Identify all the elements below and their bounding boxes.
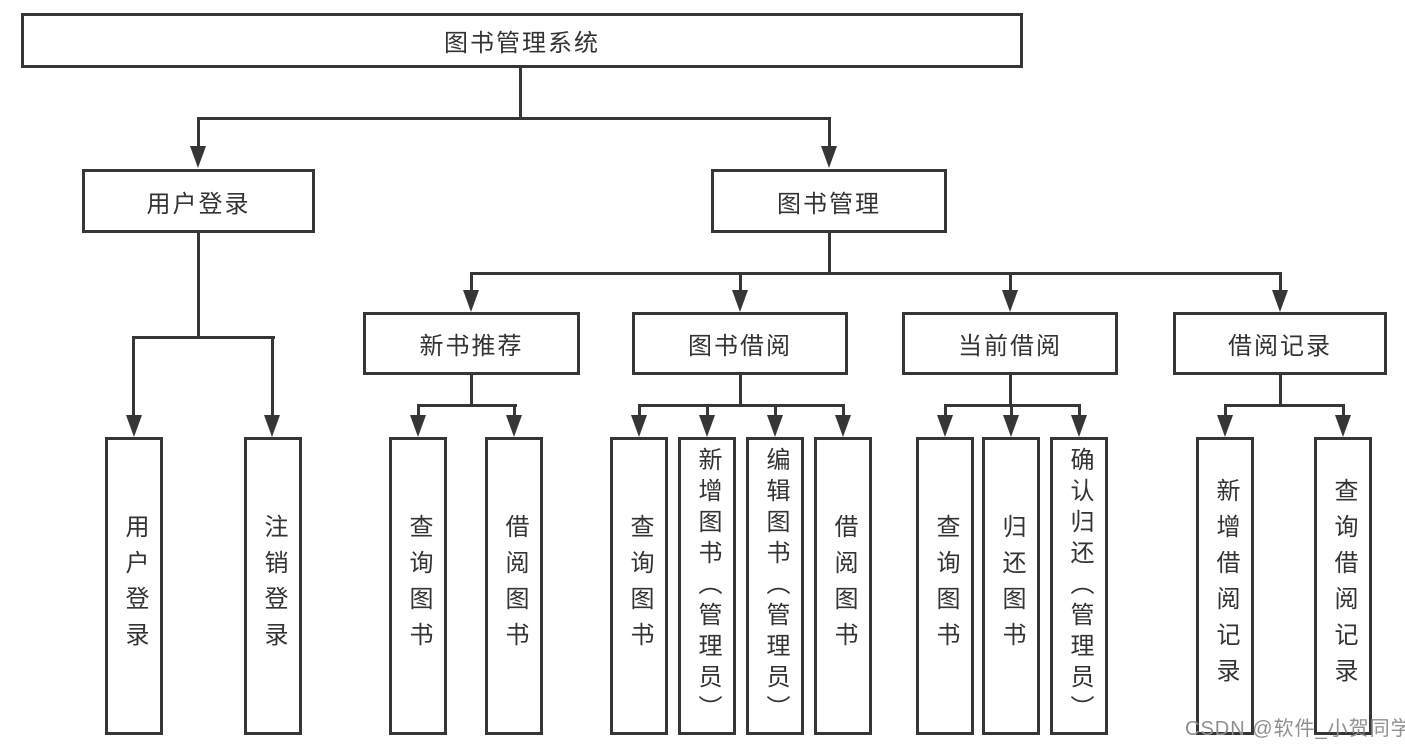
arrowhead-down-icon: [190, 146, 206, 168]
arrowhead-down-icon: [264, 415, 280, 437]
arrowhead-down-icon: [126, 415, 142, 437]
connector: [417, 404, 517, 407]
connector: [638, 404, 641, 418]
leaf-query-books-borrow: 查询图书: [610, 437, 668, 735]
connector: [1078, 404, 1081, 418]
connector: [944, 404, 947, 418]
arrowhead-down-icon: [937, 415, 953, 437]
connector: [1010, 404, 1013, 418]
leaf-label: 用户登录: [121, 514, 148, 658]
leaf-label: 新增图书（管理员）: [694, 446, 721, 726]
leaf-confirm-return-admin: 确认归还（管理员）: [1050, 437, 1108, 735]
arrowhead-down-icon: [1217, 415, 1233, 437]
connector: [1279, 272, 1282, 294]
connector: [828, 233, 831, 275]
arrowhead-down-icon: [506, 415, 522, 437]
connector: [132, 336, 275, 339]
node-borrow-records: 借阅记录: [1173, 312, 1387, 375]
leaf-label: 编辑图书（管理员）: [762, 446, 789, 726]
node-user-login: 用户登录: [82, 169, 315, 233]
arrowhead-down-icon: [1335, 415, 1351, 437]
arrowhead-down-icon: [699, 415, 715, 437]
node-new-book-recommend: 新书推荐: [363, 312, 580, 375]
connector: [271, 336, 274, 417]
leaf-label: 归还图书: [998, 514, 1025, 658]
connector: [132, 336, 135, 417]
connector: [470, 272, 473, 294]
leaf-label: 新增借阅记录: [1212, 478, 1239, 694]
connector: [1224, 404, 1227, 418]
arrowhead-down-icon: [631, 415, 647, 437]
leaf-label: 查询图书: [405, 514, 432, 658]
node-current-borrow: 当前借阅: [902, 312, 1118, 375]
arrowhead-down-icon: [821, 146, 837, 168]
leaf-label: 确认归还（管理员）: [1066, 446, 1093, 726]
arrowhead-down-icon: [835, 415, 851, 437]
connector: [470, 375, 473, 407]
connector: [197, 117, 831, 120]
connector: [1279, 375, 1282, 407]
connector: [513, 404, 516, 418]
leaf-edit-book-admin: 编辑图书（管理员）: [746, 437, 804, 735]
arrowhead-down-icon: [410, 415, 426, 437]
connector: [519, 68, 522, 120]
connector: [842, 404, 845, 418]
leaf-label: 借阅图书: [830, 514, 857, 658]
leaf-label: 查询图书: [626, 514, 653, 658]
connector: [638, 404, 845, 407]
connector: [470, 272, 1282, 275]
leaf-logout: 注销登录: [244, 437, 302, 735]
leaf-query-books-current: 查询图书: [916, 437, 974, 735]
connector: [739, 272, 742, 294]
arrowhead-down-icon: [732, 290, 748, 312]
leaf-return-book: 归还图书: [982, 437, 1040, 735]
arrowhead-down-icon: [767, 415, 783, 437]
connector: [1009, 375, 1012, 407]
connector: [197, 117, 200, 148]
leaf-label: 注销登录: [260, 514, 287, 658]
arrowhead-down-icon: [1002, 290, 1018, 312]
connector: [1342, 404, 1345, 418]
connector: [774, 404, 777, 418]
connector: [1009, 272, 1012, 294]
leaf-borrow-books-recommend: 借阅图书: [485, 437, 543, 735]
connector: [828, 117, 831, 148]
arrowhead-down-icon: [1071, 415, 1087, 437]
connector: [739, 375, 742, 407]
csdn-watermark: CSDN @软件_小贺同学: [1185, 718, 1405, 740]
leaf-label: 查询借阅记录: [1330, 478, 1357, 694]
leaf-query-borrow-record: 查询借阅记录: [1314, 437, 1372, 735]
connector: [197, 233, 200, 338]
connector: [706, 404, 709, 418]
connector: [1224, 404, 1345, 407]
leaf-add-book-admin: 新增图书（管理员）: [678, 437, 736, 735]
leaf-user-login: 用户登录: [105, 437, 163, 735]
leaf-query-books-recommend: 查询图书: [389, 437, 447, 735]
leaf-label: 借阅图书: [501, 514, 528, 658]
node-book-management: 图书管理: [711, 169, 947, 233]
connector: [417, 404, 420, 418]
leaf-borrow-books: 借阅图书: [814, 437, 872, 735]
arrowhead-down-icon: [463, 290, 479, 312]
leaf-add-borrow-record: 新增借阅记录: [1196, 437, 1254, 735]
node-library-management-system: 图书管理系统: [21, 13, 1023, 68]
arrowhead-down-icon: [1272, 290, 1288, 312]
node-book-borrow: 图书借阅: [632, 312, 848, 375]
leaf-label: 查询图书: [932, 514, 959, 658]
arrowhead-down-icon: [1003, 415, 1019, 437]
